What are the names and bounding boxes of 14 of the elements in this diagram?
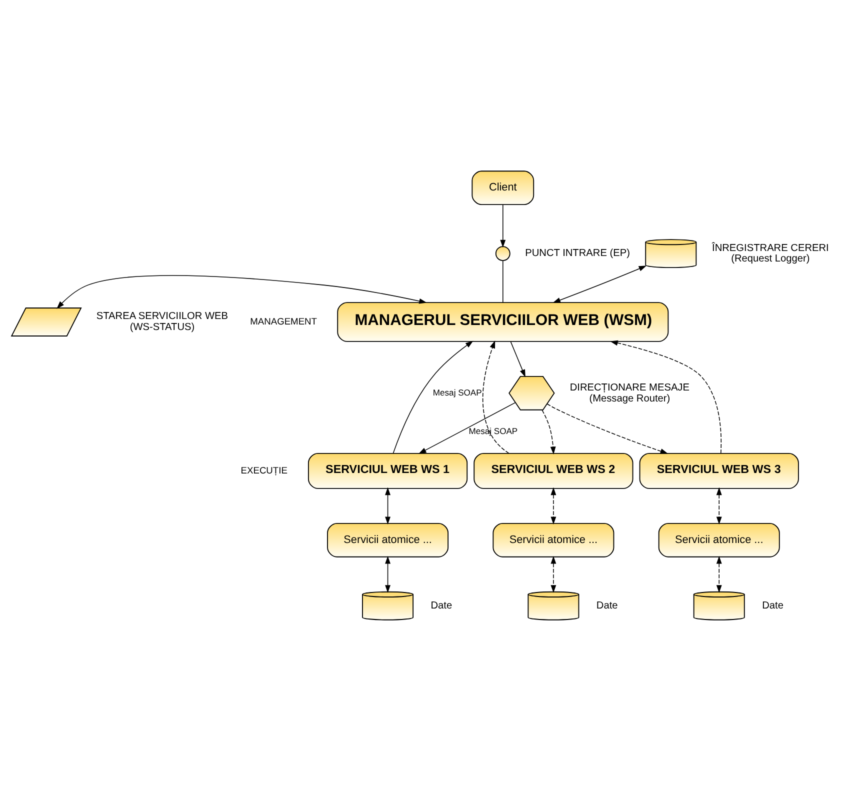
node-label: (Message Router) xyxy=(589,393,670,404)
node-label: PUNCT INTRARE (EP) xyxy=(525,248,630,260)
edge-label: Mesaj SOAP xyxy=(432,387,482,398)
node-label: Date xyxy=(430,600,452,612)
node-label: (WS-STATUS) xyxy=(130,322,195,334)
node-label: ÎNREGISTRARE CERERI xyxy=(712,242,829,254)
node-label: (Request Logger) xyxy=(731,254,810,265)
label: EXECUȚIE xyxy=(240,465,288,476)
node-label: Date xyxy=(762,600,784,612)
node-label: DIRECȚIONARE MESAJE xyxy=(570,382,690,394)
node-label: Date xyxy=(596,600,618,612)
node-label: STAREA SERVICIILOR WEB xyxy=(96,311,228,322)
edge-label: Mesaj SOAP xyxy=(468,426,518,436)
label: MANAGEMENT xyxy=(250,316,317,326)
